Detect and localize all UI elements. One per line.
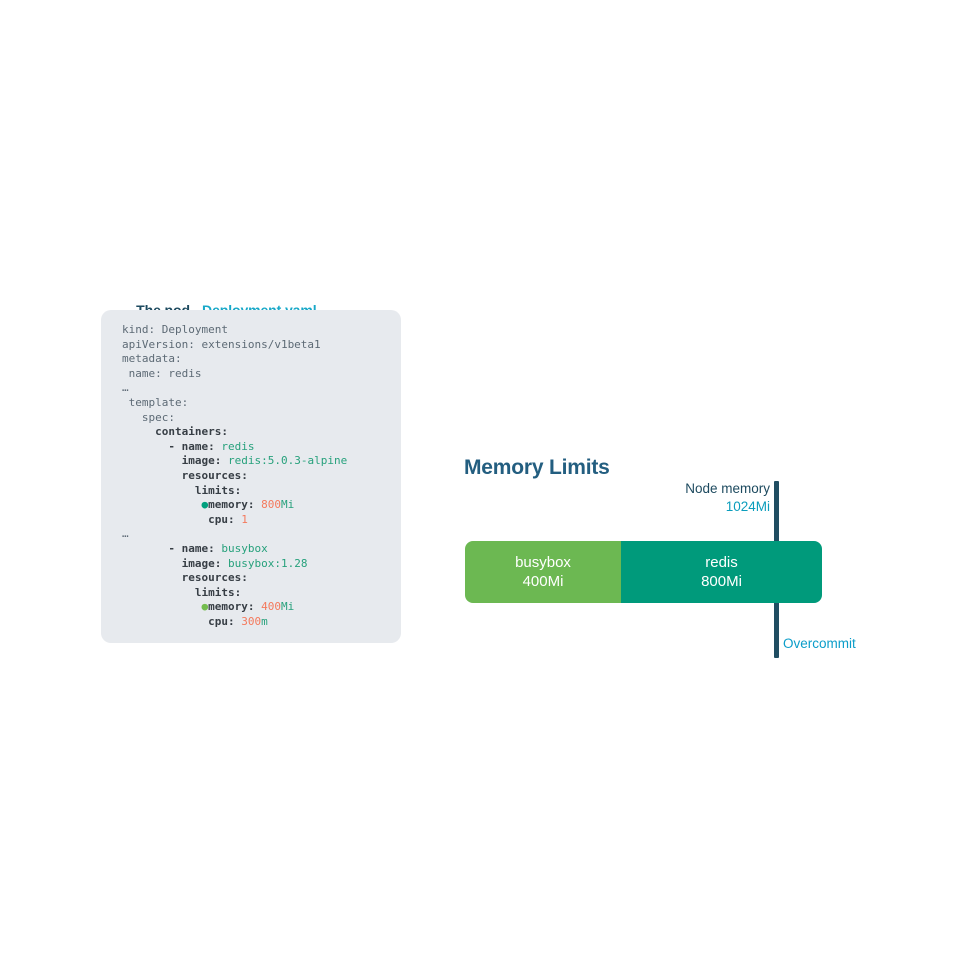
code-token: m — [261, 614, 268, 628]
code-line: limits: — [122, 484, 401, 499]
code-line: metadata: — [122, 352, 401, 367]
code-token — [122, 615, 208, 628]
code-line: resources: — [122, 571, 401, 586]
code-token — [122, 440, 168, 453]
code-token: busybox:1.28 — [227, 556, 308, 570]
code-line: image: redis:5.0.3-alpine — [122, 454, 401, 469]
memory-dot-icon: ● — [201, 498, 209, 512]
node-memory-value: 1024Mi — [725, 499, 770, 514]
code-token — [122, 571, 182, 584]
code-token: 300 — [241, 614, 262, 628]
code-token: limits: — [194, 483, 242, 497]
code-line: limits: — [122, 586, 401, 601]
code-token: cpu: — [208, 512, 235, 526]
code-line: template: — [122, 396, 401, 411]
code-token — [122, 425, 155, 438]
code-line: - name: busybox — [122, 542, 401, 557]
code-token: image: — [181, 454, 222, 468]
code-line: containers: — [122, 425, 401, 440]
code-line: resources: — [122, 469, 401, 484]
code-line: … — [122, 381, 401, 396]
code-token: 800 — [261, 498, 281, 512]
bar-segment-name: busybox — [515, 554, 571, 571]
code-line: - name: redis — [122, 440, 401, 455]
code-token: containers: — [155, 425, 228, 439]
code-token: redis — [221, 439, 255, 453]
bar-segment-name: redis — [705, 554, 738, 571]
code-token — [221, 454, 228, 467]
code-token — [122, 600, 201, 613]
code-line: kind: Deployment — [122, 323, 401, 338]
code-token — [221, 557, 228, 570]
code-token: cpu: — [208, 614, 235, 628]
code-line: image: busybox:1.28 — [122, 557, 401, 572]
diagram-title: Memory Limits — [464, 456, 610, 479]
code-token: 1 — [241, 512, 248, 526]
bar-segment-value: 800Mi — [701, 573, 742, 590]
code-token: image: — [181, 556, 222, 570]
bar-segment-value: 400Mi — [522, 573, 564, 590]
code-line: ●memory: 800Mi — [122, 498, 401, 513]
code-token: redis:5.0.3-alpine — [227, 454, 348, 468]
code-token — [122, 586, 195, 599]
node-memory-label: Node memory — [685, 481, 770, 496]
code-token: memory: — [208, 600, 255, 614]
code-token: busybox — [221, 541, 268, 555]
code-token — [122, 513, 208, 526]
memory-dot-icon: ● — [201, 600, 209, 614]
bar-segment-busybox: busybox 400Mi — [465, 541, 621, 603]
bar-segment-redis: redis 800Mi — [621, 541, 822, 603]
code-token: metadata: — [122, 352, 182, 366]
code-token — [122, 484, 195, 497]
code-line: apiVersion: extensions/v1beta1 — [122, 338, 401, 353]
code-token — [122, 454, 182, 467]
code-token: resources: — [181, 468, 248, 482]
code-token: Mi — [280, 600, 295, 614]
code-token: spec: — [122, 410, 175, 424]
code-token: - name: — [168, 439, 215, 453]
code-line: spec: — [122, 411, 401, 426]
code-token — [122, 469, 182, 482]
code-token: limits: — [194, 585, 242, 599]
code-token: name: redis — [122, 366, 202, 380]
code-line: cpu: 1 — [122, 513, 401, 528]
code-token: template: — [122, 395, 189, 409]
code-token — [122, 557, 182, 570]
code-token — [122, 542, 168, 555]
code-token: memory: — [208, 498, 255, 512]
code-line: name: redis — [122, 367, 401, 382]
code-token: … — [122, 527, 129, 541]
code-token — [122, 498, 201, 511]
code-line: cpu: 300m — [122, 615, 401, 630]
overcommit-label: Overcommit — [783, 636, 856, 651]
code-token: resources: — [181, 571, 248, 585]
memory-bar: busybox 400Mi redis 800Mi — [465, 541, 822, 603]
code-token: - name: — [168, 541, 215, 555]
code-token: … — [122, 381, 129, 395]
code-line: … — [122, 527, 401, 542]
code-token: Mi — [280, 498, 295, 512]
code-token: kind: Deployment — [122, 323, 228, 336]
code-token: 400 — [261, 600, 281, 614]
code-token: apiVersion: extensions/v1beta1 — [122, 337, 321, 351]
code-line: ●memory: 400Mi — [122, 600, 401, 615]
